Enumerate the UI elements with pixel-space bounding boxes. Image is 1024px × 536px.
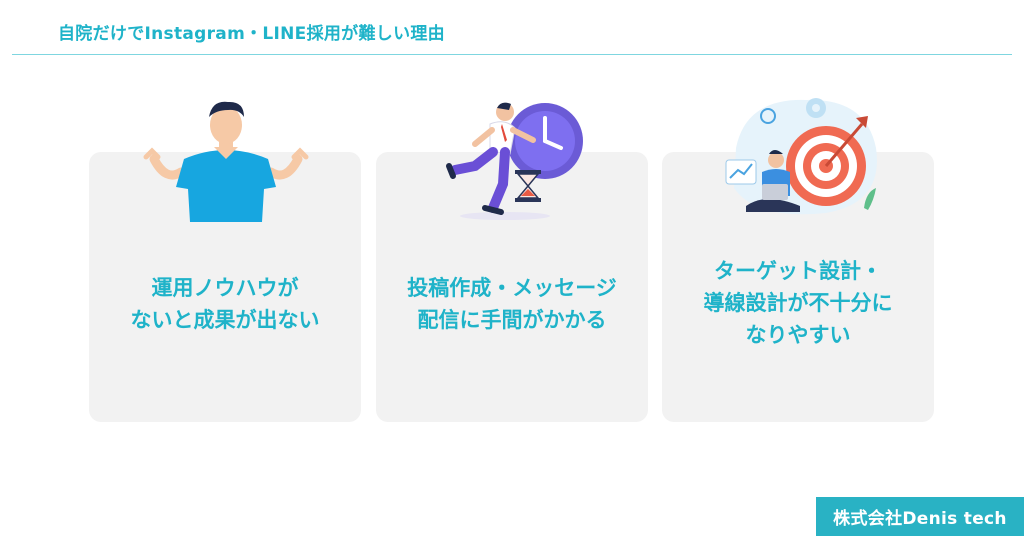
reason-card-3-text: ターゲット設計・ 導線設計が不十分に なりやすい bbox=[703, 259, 893, 347]
running-man-clock-hourglass-icon bbox=[446, 102, 583, 220]
shrugging-man-icon bbox=[143, 101, 309, 222]
target-arrow-laptop-icon bbox=[725, 98, 877, 215]
reason-card-2: 投稿作成・メッセージ 配信に手間がかかる bbox=[376, 152, 648, 422]
reason-card-3: ターゲット設計・ 導線設計が不十分に なりやすい bbox=[662, 152, 934, 422]
page-title: 自院だけでInstagram・LINE採用が難しい理由 bbox=[58, 24, 445, 44]
header-divider bbox=[12, 54, 1012, 55]
reason-card-1-text: 運用ノウハウが ないと成果が出ない bbox=[130, 276, 320, 332]
company-badge: 株式会社Denis tech bbox=[816, 497, 1024, 536]
reason-card-2-text: 投稿作成・メッセージ 配信に手間がかかる bbox=[407, 276, 617, 332]
